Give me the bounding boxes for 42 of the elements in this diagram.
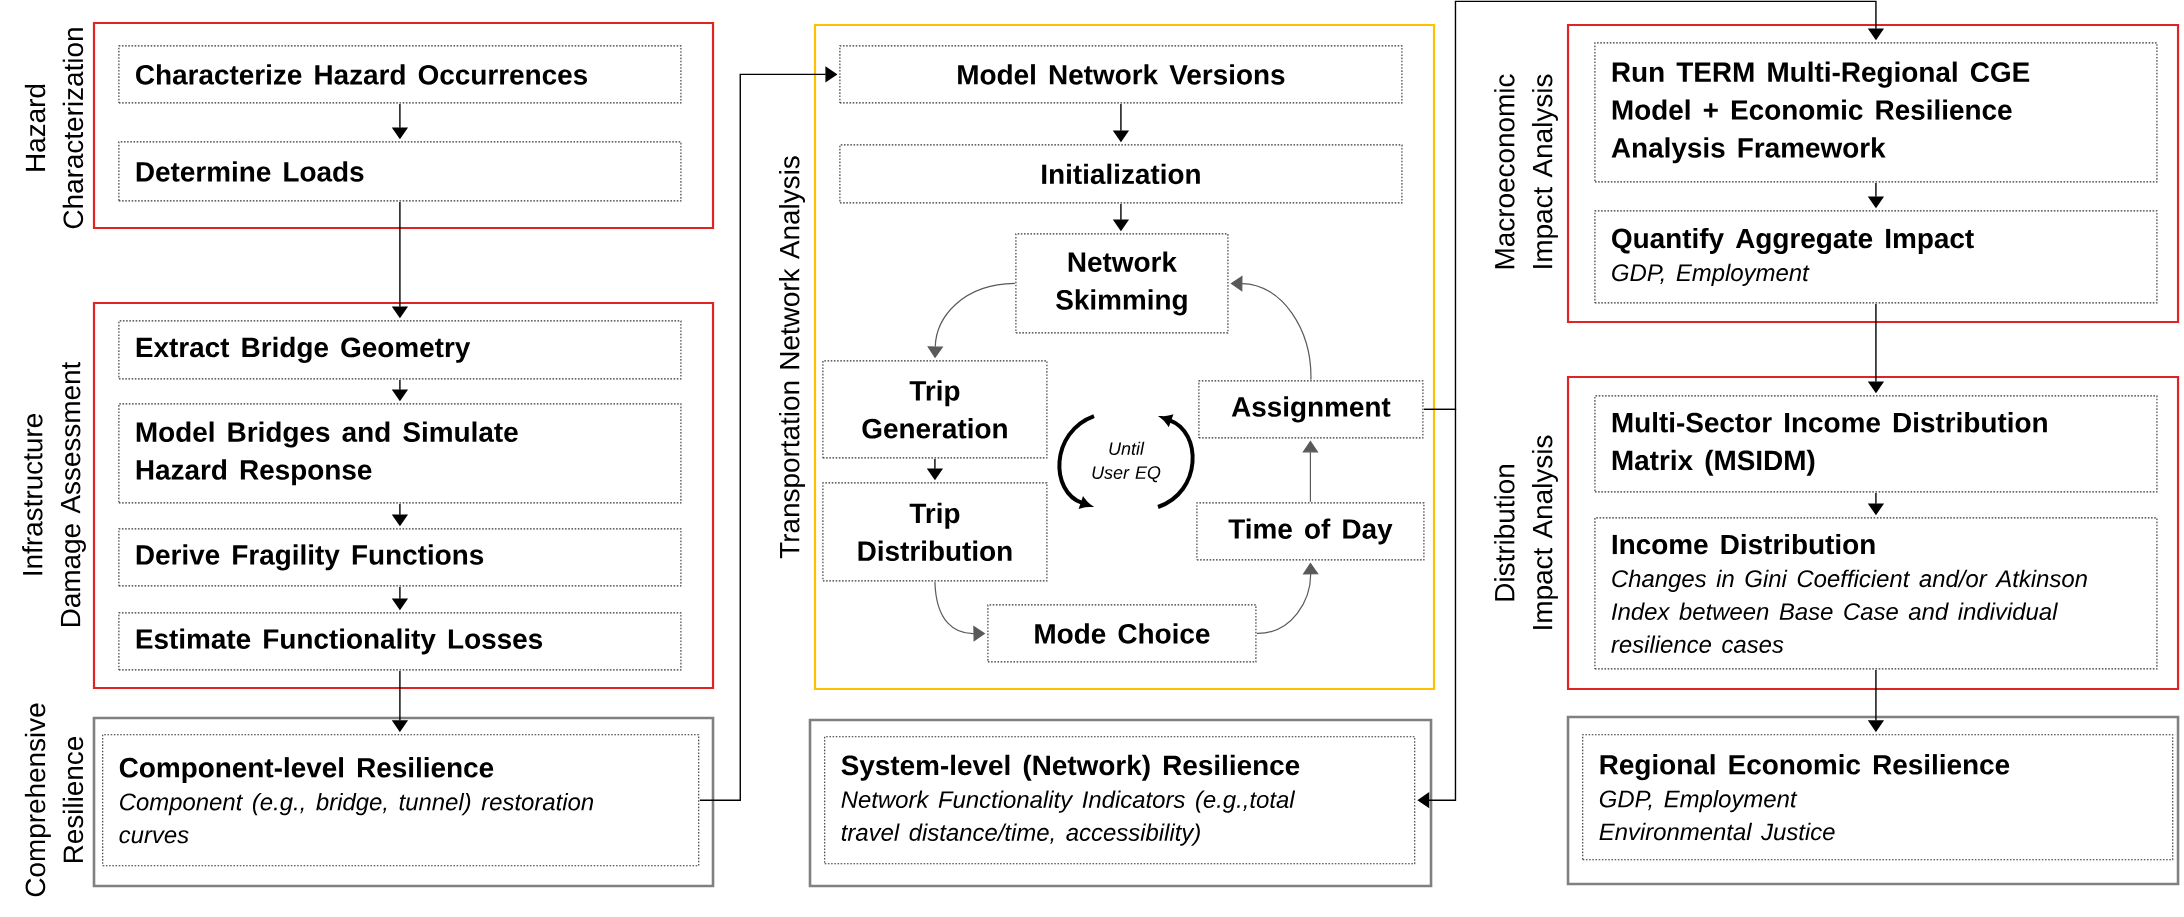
process-box: Assignment [1198,380,1424,439]
process-box: Derive Fragility Functions [118,528,682,587]
process-box: Time of Day [1196,502,1425,561]
process-box [1594,210,2158,304]
node-description: Changes in Gini Coefficient and/or Atkinson Index between Base Case and individual resilience cases [1611,569,2087,653]
node-description: Component (e.g., bridge, tunnel) restoration curves [119,792,594,844]
node-description: GDP, Employment [1599,789,1798,813]
process-box: Initialization [839,144,1403,204]
process-box [1582,734,2174,861]
process-box [1594,517,2158,670]
process-box: Model Network Versions [839,45,1403,104]
group-heading: Distribution Impact Analysis [1494,435,1558,629]
process-box: Model Bridges and Simulate Hazard Response [118,403,682,504]
node-description: Environmental Justice [1599,822,1835,841]
process-box: Characterize Hazard Occurrences [118,45,682,104]
arrow [1230,275,1312,381]
process-box: Multi-Sector Income Distribution Matrix (MSIDM) [1594,395,2158,493]
process-box [102,734,700,867]
process-box: Extract Bridge Geometry [118,320,682,380]
node-title: Quantify Aggregate Impact [1612,227,1974,254]
node-title: Regional Economic Resilience [1600,754,2010,781]
group-heading: Infrastructure Damage Assessment [22,361,86,627]
node-title: System-level (Network) Resilience [841,754,1300,781]
process-box: Trip Distribution [822,482,1048,582]
process-box: Run TERM Multi-Regional CGE Model + Economic Resilience Analysis Framework [1594,42,2158,183]
group-heading: Hazard Characterization [24,28,84,229]
group-heading: Transportation Network Analysis [779,156,805,559]
arrow [1256,562,1319,634]
process-box: Network Skimming [1015,233,1229,334]
node-description: GDP, Employment [1612,263,1810,286]
process-box [824,736,1416,865]
node-title: Component-level Resilience [119,757,494,784]
group-heading: Macroeconomic Impact Analysis [1494,74,1558,269]
arrow [1417,408,1457,809]
process-box: Estimate Functionality Losses [118,612,682,671]
node-title: Income Distribution [1612,533,1875,555]
process-box: Determine Loads [118,141,682,202]
loop-label: Until User EQ [1092,441,1161,483]
node-description: Network Functionality Indicators (e.g.,total travel distance/time, accessibility) [841,790,1296,846]
process-box: Mode Choice [987,604,1257,663]
process-box: Trip Generation [822,360,1048,459]
group-heading: Comprehensive Resilience [24,703,84,897]
